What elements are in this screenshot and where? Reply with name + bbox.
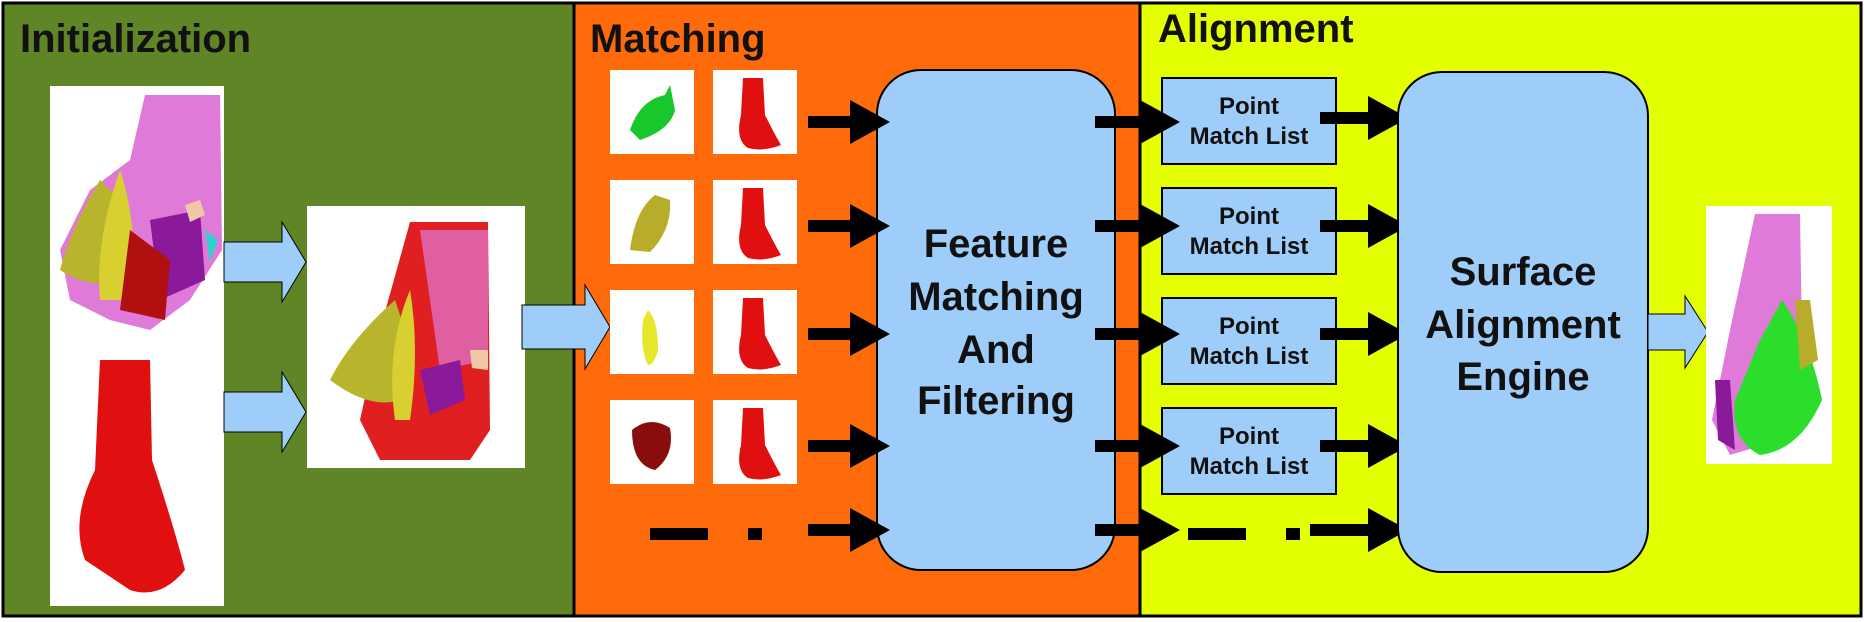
point-match-list-line-2: Match List [1190, 453, 1309, 480]
feature-box-line-4: Filtering [917, 379, 1075, 423]
point-match-list-line-2: Match List [1190, 123, 1309, 150]
matching-title: Matching [590, 17, 766, 61]
point-match-list-line-1: Point [1219, 93, 1279, 120]
ellipsis-dashes-matching [650, 528, 762, 540]
light-arrow-to-result [1647, 294, 1709, 370]
point-match-list-line-1: Point [1219, 423, 1279, 450]
black-arrow-into-feature [808, 204, 890, 248]
black-arrow-to-engine [1320, 424, 1408, 468]
bone-thumbnails [713, 70, 797, 484]
point-match-list-line-1: Point [1219, 203, 1279, 230]
black-arrow-into-feature [808, 100, 890, 144]
engine-box-line-3: Engine [1456, 355, 1589, 399]
black-arrow-to-point-list [1095, 424, 1180, 468]
black-arrow-into-feature [808, 424, 890, 468]
bone-thumbnail [713, 180, 797, 264]
feature-box-line-1: Feature [924, 222, 1069, 266]
light-arrow-init-top [223, 220, 307, 304]
light-arrow-to-matching [521, 283, 611, 371]
bone-thumbnail [713, 290, 797, 374]
engine-box-line-1: Surface [1450, 250, 1597, 294]
light-arrow-init-bottom [223, 370, 307, 454]
arrows-into-feature-box [808, 100, 890, 552]
fragment-thumbnail [610, 400, 694, 484]
arrows-lists-to-engine [1310, 96, 1408, 552]
black-arrow-to-engine [1320, 96, 1408, 140]
black-arrow-to-point-list [1095, 204, 1180, 248]
point-match-list-line-2: Match List [1190, 343, 1309, 370]
feature-box-line-3: And [957, 328, 1035, 372]
alignment-title: Alignment [1158, 7, 1354, 51]
black-arrow-to-point-list [1095, 508, 1180, 552]
bone-thumbnail [713, 400, 797, 484]
fragment-thumbnail [610, 180, 694, 264]
initialization-title: Initialization [20, 17, 251, 61]
initial-input-image [50, 86, 224, 606]
black-arrow-to-engine [1320, 204, 1408, 248]
fragment-thumbnail [610, 70, 694, 154]
fragment-thumbnail [610, 290, 694, 374]
black-arrow-to-engine [1310, 508, 1408, 552]
aligned-overlay-image [307, 206, 525, 468]
black-arrow-to-point-list [1095, 100, 1180, 144]
point-match-list-line-2: Match List [1190, 233, 1309, 260]
fragment-thumbnails [610, 70, 694, 484]
black-arrow-to-point-list [1095, 312, 1180, 356]
black-arrow-to-engine [1320, 312, 1408, 356]
ellipsis-dashes-alignment [1188, 528, 1300, 540]
arrows-feature-to-lists [1095, 100, 1180, 552]
black-arrow-into-feature [808, 312, 890, 356]
black-arrow-into-feature [808, 508, 890, 552]
reconstructed-result-image [1706, 206, 1832, 464]
bone-thumbnail [713, 70, 797, 154]
point-match-list-line-1: Point [1219, 313, 1279, 340]
feature-box-line-2: Matching [908, 275, 1084, 319]
feature-matching-box [876, 69, 1116, 571]
engine-box-line-2: Alignment [1425, 303, 1621, 347]
